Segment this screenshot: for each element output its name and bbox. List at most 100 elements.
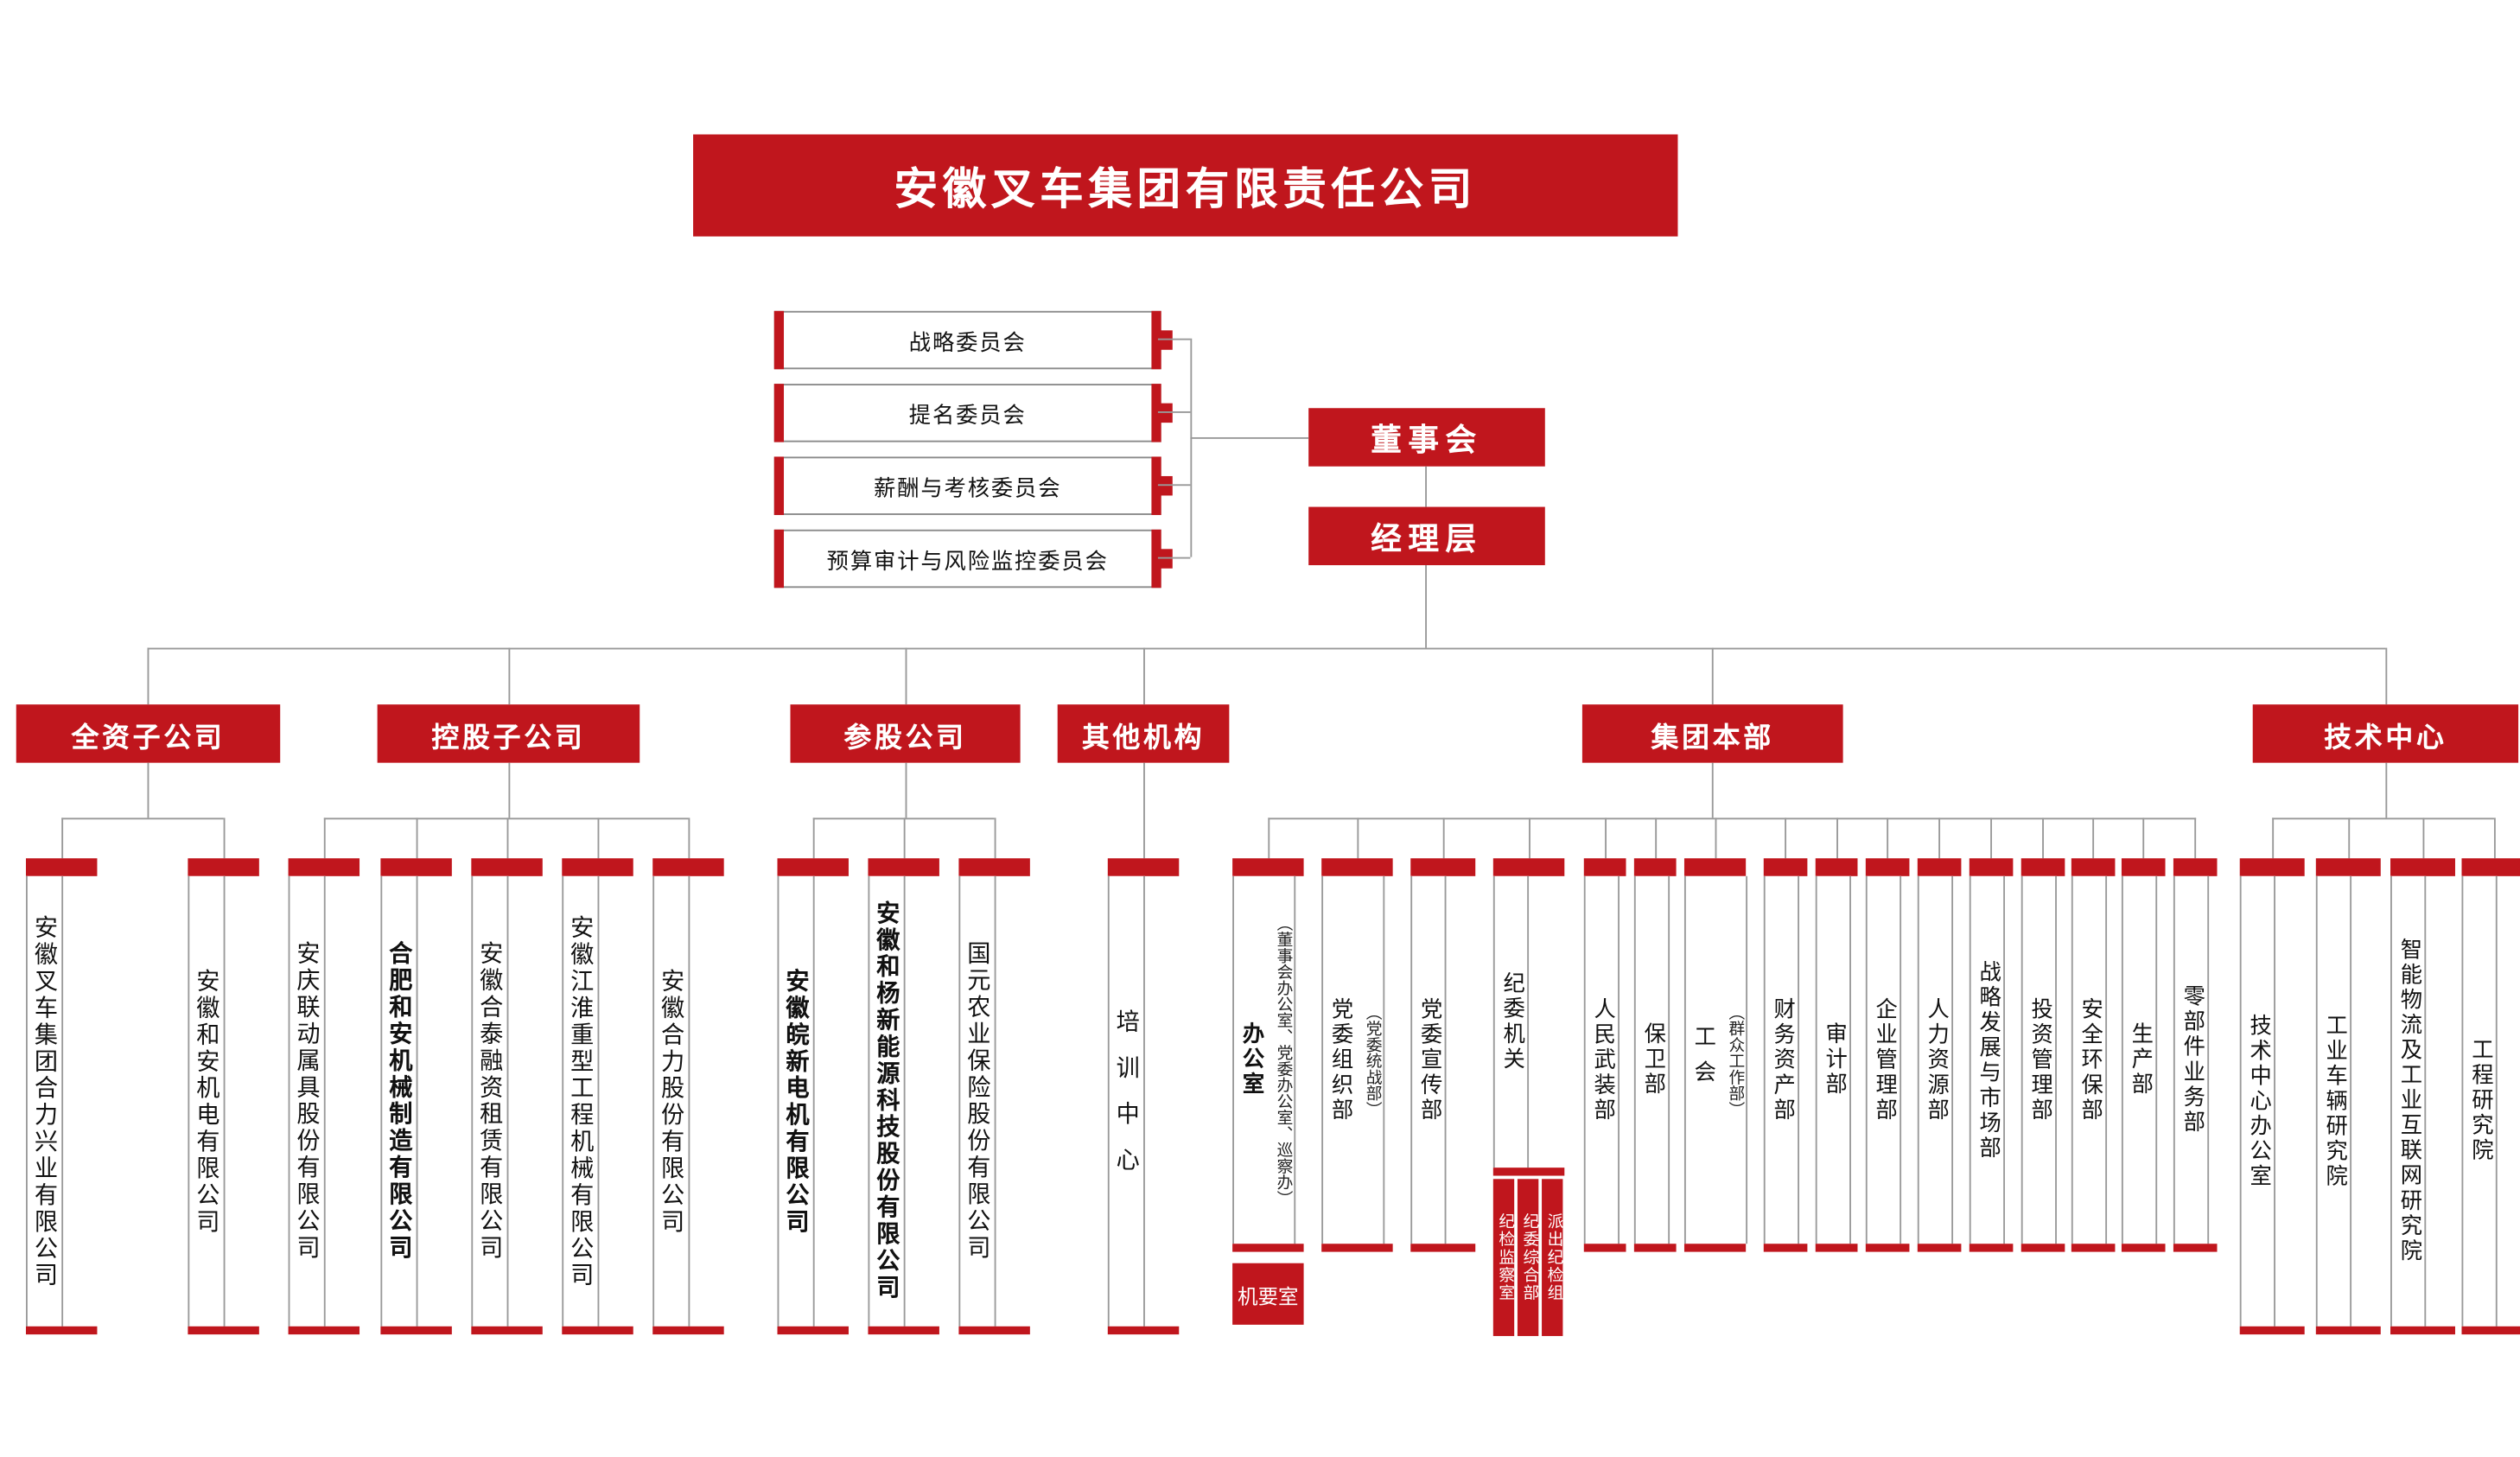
dept-note: （党委统战部） xyxy=(1362,1002,1380,1117)
connector-line xyxy=(506,818,509,859)
red-edge-bar xyxy=(1151,529,1161,589)
node-dept: 保卫部 xyxy=(1633,858,1677,1252)
node-dept: 财务资产部 xyxy=(1763,858,1808,1252)
company-name: 安徽合泰融资租赁有限公司 xyxy=(475,940,502,1262)
node-tech: 工业车辆研究院 xyxy=(2315,858,2381,1335)
red-foot xyxy=(1410,1244,1476,1252)
connector-line xyxy=(1990,818,1993,859)
red-cap xyxy=(958,858,1030,876)
node-dept: 人力资源部 xyxy=(1917,858,1962,1252)
connector-line xyxy=(1785,818,1787,859)
red-edge-bar xyxy=(1151,310,1161,370)
dept-name: 纪委机关 xyxy=(1499,971,1524,1072)
company-name: 安徽合力股份有限公司 xyxy=(657,967,684,1235)
company-name: 安徽皖新电机有限公司 xyxy=(782,967,809,1235)
connector-line xyxy=(905,647,907,705)
dept-name: 工会 xyxy=(1690,1025,1715,1095)
red-cap xyxy=(562,858,633,876)
red-cap xyxy=(1107,858,1180,876)
red-cap xyxy=(1232,858,1304,876)
dept-name: 企业管理部 xyxy=(1872,996,1897,1123)
red-cap xyxy=(2071,858,2116,876)
dept-name: 保卫部 xyxy=(1640,1021,1665,1098)
committee-box: 预算审计与风险监控委员会 xyxy=(773,529,1173,589)
committee-box: 薪酬与考核委员会 xyxy=(773,456,1173,515)
sub-office: 纪检监察室 xyxy=(1492,1179,1515,1337)
red-foot xyxy=(1633,1244,1677,1252)
red-foot xyxy=(380,1326,452,1335)
node-dept: 零部件业务部 xyxy=(2173,858,2218,1252)
connector-line xyxy=(2422,818,2425,859)
red-foot xyxy=(471,1326,543,1335)
node-company: 安徽合力股份有限公司 xyxy=(652,858,724,1335)
red-foot xyxy=(1917,1244,1962,1252)
red-cap xyxy=(471,858,543,876)
category-participating: 参股公司 xyxy=(790,704,1021,763)
red-foot xyxy=(188,1326,259,1335)
red-foot xyxy=(2315,1326,2381,1335)
dept-name: 办公室 xyxy=(1238,1021,1263,1098)
red-edge-bar xyxy=(1151,456,1161,515)
sub-office: 派出纪检组 xyxy=(1542,1179,1563,1337)
connector-line xyxy=(2042,818,2044,859)
dept-name: 党委组织部 xyxy=(1327,996,1352,1123)
node-label: 工业车辆研究院 xyxy=(2322,1013,2347,1189)
red-foot xyxy=(2239,1326,2305,1335)
dept-note: （群众工作部） xyxy=(1724,1002,1743,1117)
red-cap xyxy=(777,858,849,876)
connector-line xyxy=(1529,818,1530,859)
red-foot xyxy=(2071,1244,2116,1252)
red-edge-bar xyxy=(1151,384,1161,442)
red-foot xyxy=(1865,1244,1910,1252)
connector-line xyxy=(2272,818,2494,820)
category-headquarters: 集团本部 xyxy=(1581,704,1843,763)
connector-line xyxy=(1157,338,1191,340)
company-name: 合肥和安机械制造有限公司 xyxy=(385,940,411,1262)
red-foot xyxy=(1683,1244,1747,1252)
red-cap xyxy=(2173,858,2218,876)
connector-line xyxy=(905,762,907,818)
connector-line xyxy=(1938,818,1941,859)
red-cap xyxy=(2121,858,2166,876)
connector-line xyxy=(147,647,2386,650)
dept-name: 投资管理部 xyxy=(2027,996,2052,1123)
connector-line xyxy=(416,818,418,859)
connector-line xyxy=(812,818,815,859)
red-foot xyxy=(958,1326,1030,1335)
connector-line xyxy=(2493,818,2496,859)
node-tech: 工程研究院 xyxy=(2461,858,2520,1335)
red-cap xyxy=(1969,858,2014,876)
node-dept-office: （董事会办公室、党委办公室、巡察办） 办公室 xyxy=(1232,858,1304,1252)
category-holding: 控股子公司 xyxy=(377,704,640,763)
connector-line xyxy=(1655,818,1658,859)
node-label: 技术中心办公室 xyxy=(2246,1013,2271,1189)
connector-line xyxy=(812,818,995,820)
discipline-sub-offices: 纪检监察室 纪委综合部 派出纪检组 xyxy=(1492,1179,1564,1337)
node-company: 安徽和杨新能源科技股份有限公司 xyxy=(868,858,939,1335)
dept-name: 审计部 xyxy=(1822,1021,1847,1098)
node-company: 安徽合泰融资租赁有限公司 xyxy=(471,858,543,1335)
committee-box: 提名委员会 xyxy=(773,384,1173,442)
connector-line xyxy=(61,818,64,859)
company-name: 安徽和安机电有限公司 xyxy=(193,967,219,1235)
category-other-orgs: 其他机构 xyxy=(1057,704,1230,763)
node-company: 合肥和安机械制造有限公司 xyxy=(380,858,452,1335)
red-cap xyxy=(380,858,452,876)
org-title-banner: 安徽叉车集团有限责任公司 xyxy=(693,134,1678,237)
connector-line xyxy=(1887,818,1889,859)
red-cap xyxy=(1321,858,1393,876)
red-foot xyxy=(2390,1326,2455,1335)
red-cap xyxy=(1410,858,1476,876)
connector-line xyxy=(688,818,690,859)
red-edge-bar xyxy=(773,456,785,515)
connector-line xyxy=(1711,762,1714,818)
committee-box: 战略委员会 xyxy=(773,310,1173,370)
connector-line xyxy=(508,762,511,818)
company-name: 安徽和杨新能源科技股份有限公司 xyxy=(873,900,900,1302)
red-foot xyxy=(1232,1244,1304,1252)
connector-line xyxy=(1157,484,1191,487)
connector-line xyxy=(147,647,150,705)
red-foot xyxy=(2020,1244,2065,1252)
connector-line xyxy=(1190,338,1193,557)
red-foot xyxy=(652,1326,724,1335)
